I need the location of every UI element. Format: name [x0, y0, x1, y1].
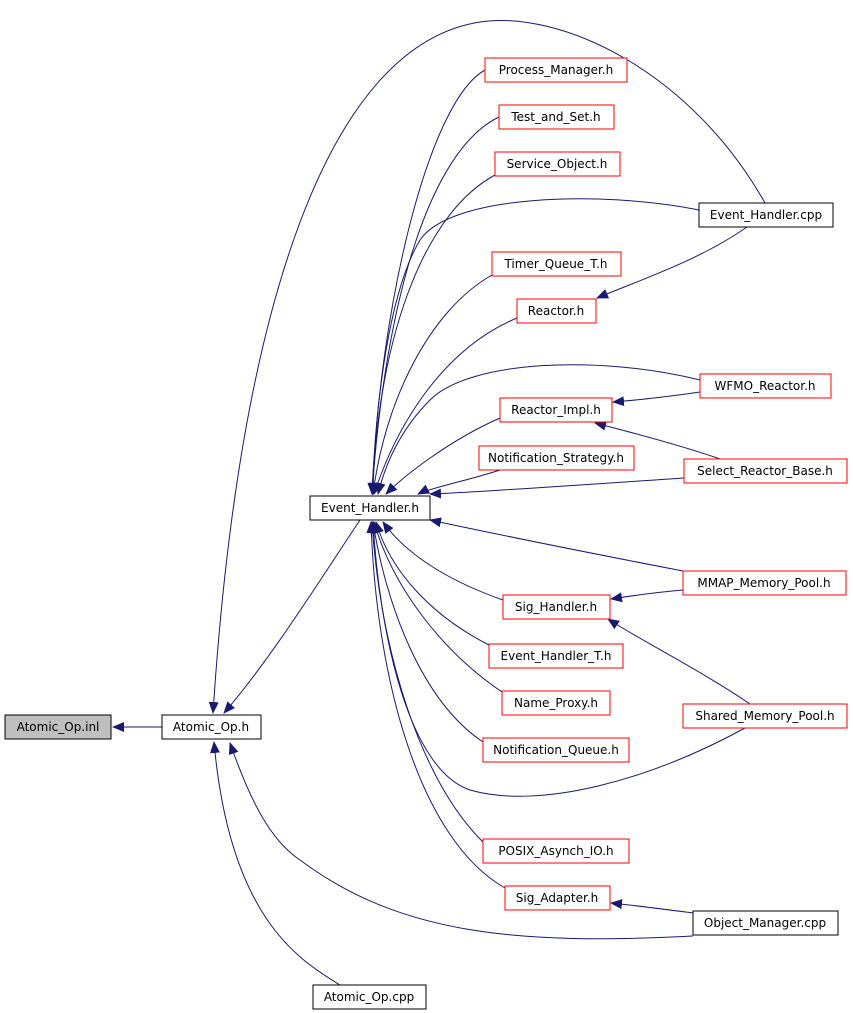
edge-select-reactor-base-h-to-reactor-impl-h [594, 420, 721, 460]
node-label: MMAP_Memory_Pool.h [697, 576, 830, 590]
node-label: Event_Handler_T.h [501, 649, 612, 663]
node-label: Timer_Queue_T.h [503, 257, 607, 271]
node-posix-asynch-io-h[interactable]: POSIX_Asynch_IO.h [482, 838, 630, 864]
file-nodes: Atomic_Op.inl Atomic_Op.h Atomic_Op.cpp … [4, 57, 848, 1010]
edge-timer-queue-t-h-to-event-handler-h [369, 274, 493, 495]
node-label: POSIX_Asynch_IO.h [498, 844, 613, 858]
edge-mmap-memory-pool-h-to-event-handler-h [429, 517, 684, 572]
edge-service-object-h-to-event-handler-h [367, 174, 496, 495]
node-test-and-set-h[interactable]: Test_and_Set.h [498, 104, 615, 130]
node-label: Sig_Adapter.h [516, 891, 599, 905]
node-service-object-h[interactable]: Service_Object.h [494, 151, 621, 177]
node-process-manager-h[interactable]: Process_Manager.h [484, 57, 628, 83]
node-label: Atomic_Op.inl [17, 720, 100, 734]
node-label: Atomic_Op.h [173, 720, 249, 734]
node-event-handler-t-h[interactable]: Event_Handler_T.h [488, 643, 624, 669]
node-label: Shared_Memory_Pool.h [695, 709, 834, 723]
edge-select-reactor-base-h-to-event-handler-h [429, 477, 685, 499]
edge-shared-memory-pool-h-to-sig-handler-h [607, 618, 751, 705]
node-notification-strategy-h[interactable]: Notification_Strategy.h [478, 445, 635, 471]
node-object-manager-cpp[interactable]: Object_Manager.cpp [692, 910, 839, 936]
edge-event-handler-cpp-to-event-handler-h [368, 198, 700, 495]
edge-notification-strategy-h-to-event-handler-h [417, 469, 501, 495]
node-label: Notification_Queue.h [493, 743, 619, 757]
dependency-edges [112, 20, 766, 986]
node-timer-queue-t-h[interactable]: Timer_Queue_T.h [491, 251, 622, 277]
node-label: Object_Manager.cpp [704, 916, 826, 930]
edge-notification-queue-h-to-event-handler-h [369, 521, 484, 743]
node-label: Service_Object.h [507, 157, 608, 171]
edge-event-handler-cpp-to-reactor-h [596, 226, 748, 299]
node-atomic-op-h[interactable]: Atomic_Op.h [161, 714, 262, 740]
edge-wfmo-reactor-h-to-event-handler-h [375, 364, 701, 495]
node-label: Reactor.h [528, 304, 584, 318]
node-wfmo-reactor-h[interactable]: WFMO_Reactor.h [699, 373, 832, 399]
node-label: Atomic_Op.cpp [324, 990, 414, 1004]
node-label: WFMO_Reactor.h [715, 379, 816, 393]
node-reactor-impl-h[interactable]: Reactor_Impl.h [499, 397, 613, 423]
node-event-handler-cpp[interactable]: Event_Handler.cpp [698, 202, 834, 228]
node-label: Reactor_Impl.h [511, 403, 601, 417]
edge-event-handler-h-to-atomic-op-h [223, 519, 361, 714]
node-atomic-op-cpp[interactable]: Atomic_Op.cpp [312, 984, 427, 1010]
edge-sig-handler-h-to-event-handler-h [382, 521, 504, 601]
edge-reactor-impl-h-to-event-handler-h [385, 417, 501, 495]
edge-atomic-op-cpp-to-atomic-op-h [210, 741, 341, 986]
edge-event-handler-t-h-to-event-handler-h [374, 521, 490, 646]
node-atomic-op-inl[interactable]: Atomic_Op.inl [4, 714, 112, 740]
node-label: Sig_Handler.h [515, 600, 597, 614]
edge-sig-adapter-h-to-event-handler-h [366, 521, 506, 889]
edge-event-handler-cpp-to-atomic-op-h [208, 20, 766, 714]
node-event-handler-h[interactable]: Event_Handler.h [309, 495, 431, 521]
edge-wfmo-reactor-h-to-reactor-impl-h [612, 391, 701, 407]
edge-reactor-h-to-event-handler-h [372, 317, 518, 495]
node-sig-adapter-h[interactable]: Sig_Adapter.h [504, 885, 611, 911]
node-label: Event_Handler.cpp [710, 208, 822, 222]
edge-process-manager-h-to-event-handler-h [367, 69, 486, 495]
node-sig-handler-h[interactable]: Sig_Handler.h [502, 594, 611, 620]
node-label: Select_Reactor_Base.h [697, 464, 833, 478]
edge-mmap-memory-pool-h-to-sig-handler-h [610, 589, 684, 603]
edge-object-manager-cpp-to-sig-adapter-h [610, 899, 694, 914]
node-label: Name_Proxy.h [514, 696, 598, 710]
edge-posix-asynch-io-h-to-event-handler-h [367, 521, 484, 843]
node-select-reactor-base-h[interactable]: Select_Reactor_Base.h [683, 458, 848, 484]
edge-name-proxy-h-to-event-handler-h [372, 521, 503, 693]
node-name-proxy-h[interactable]: Name_Proxy.h [501, 690, 611, 716]
edge-object-manager-cpp-to-atomic-op-h [228, 742, 694, 940]
node-label: Event_Handler.h [321, 501, 419, 515]
node-label: Process_Manager.h [499, 63, 613, 77]
node-notification-queue-h[interactable]: Notification_Queue.h [482, 737, 630, 763]
node-mmap-memory-pool-h[interactable]: MMAP_Memory_Pool.h [682, 570, 847, 596]
node-reactor-h[interactable]: Reactor.h [516, 298, 597, 324]
node-label: Test_and_Set.h [510, 110, 600, 124]
edge-test-and-set-h-to-event-handler-h [367, 116, 500, 495]
node-shared-memory-pool-h[interactable]: Shared_Memory_Pool.h [682, 703, 848, 729]
node-label: Notification_Strategy.h [488, 451, 624, 465]
